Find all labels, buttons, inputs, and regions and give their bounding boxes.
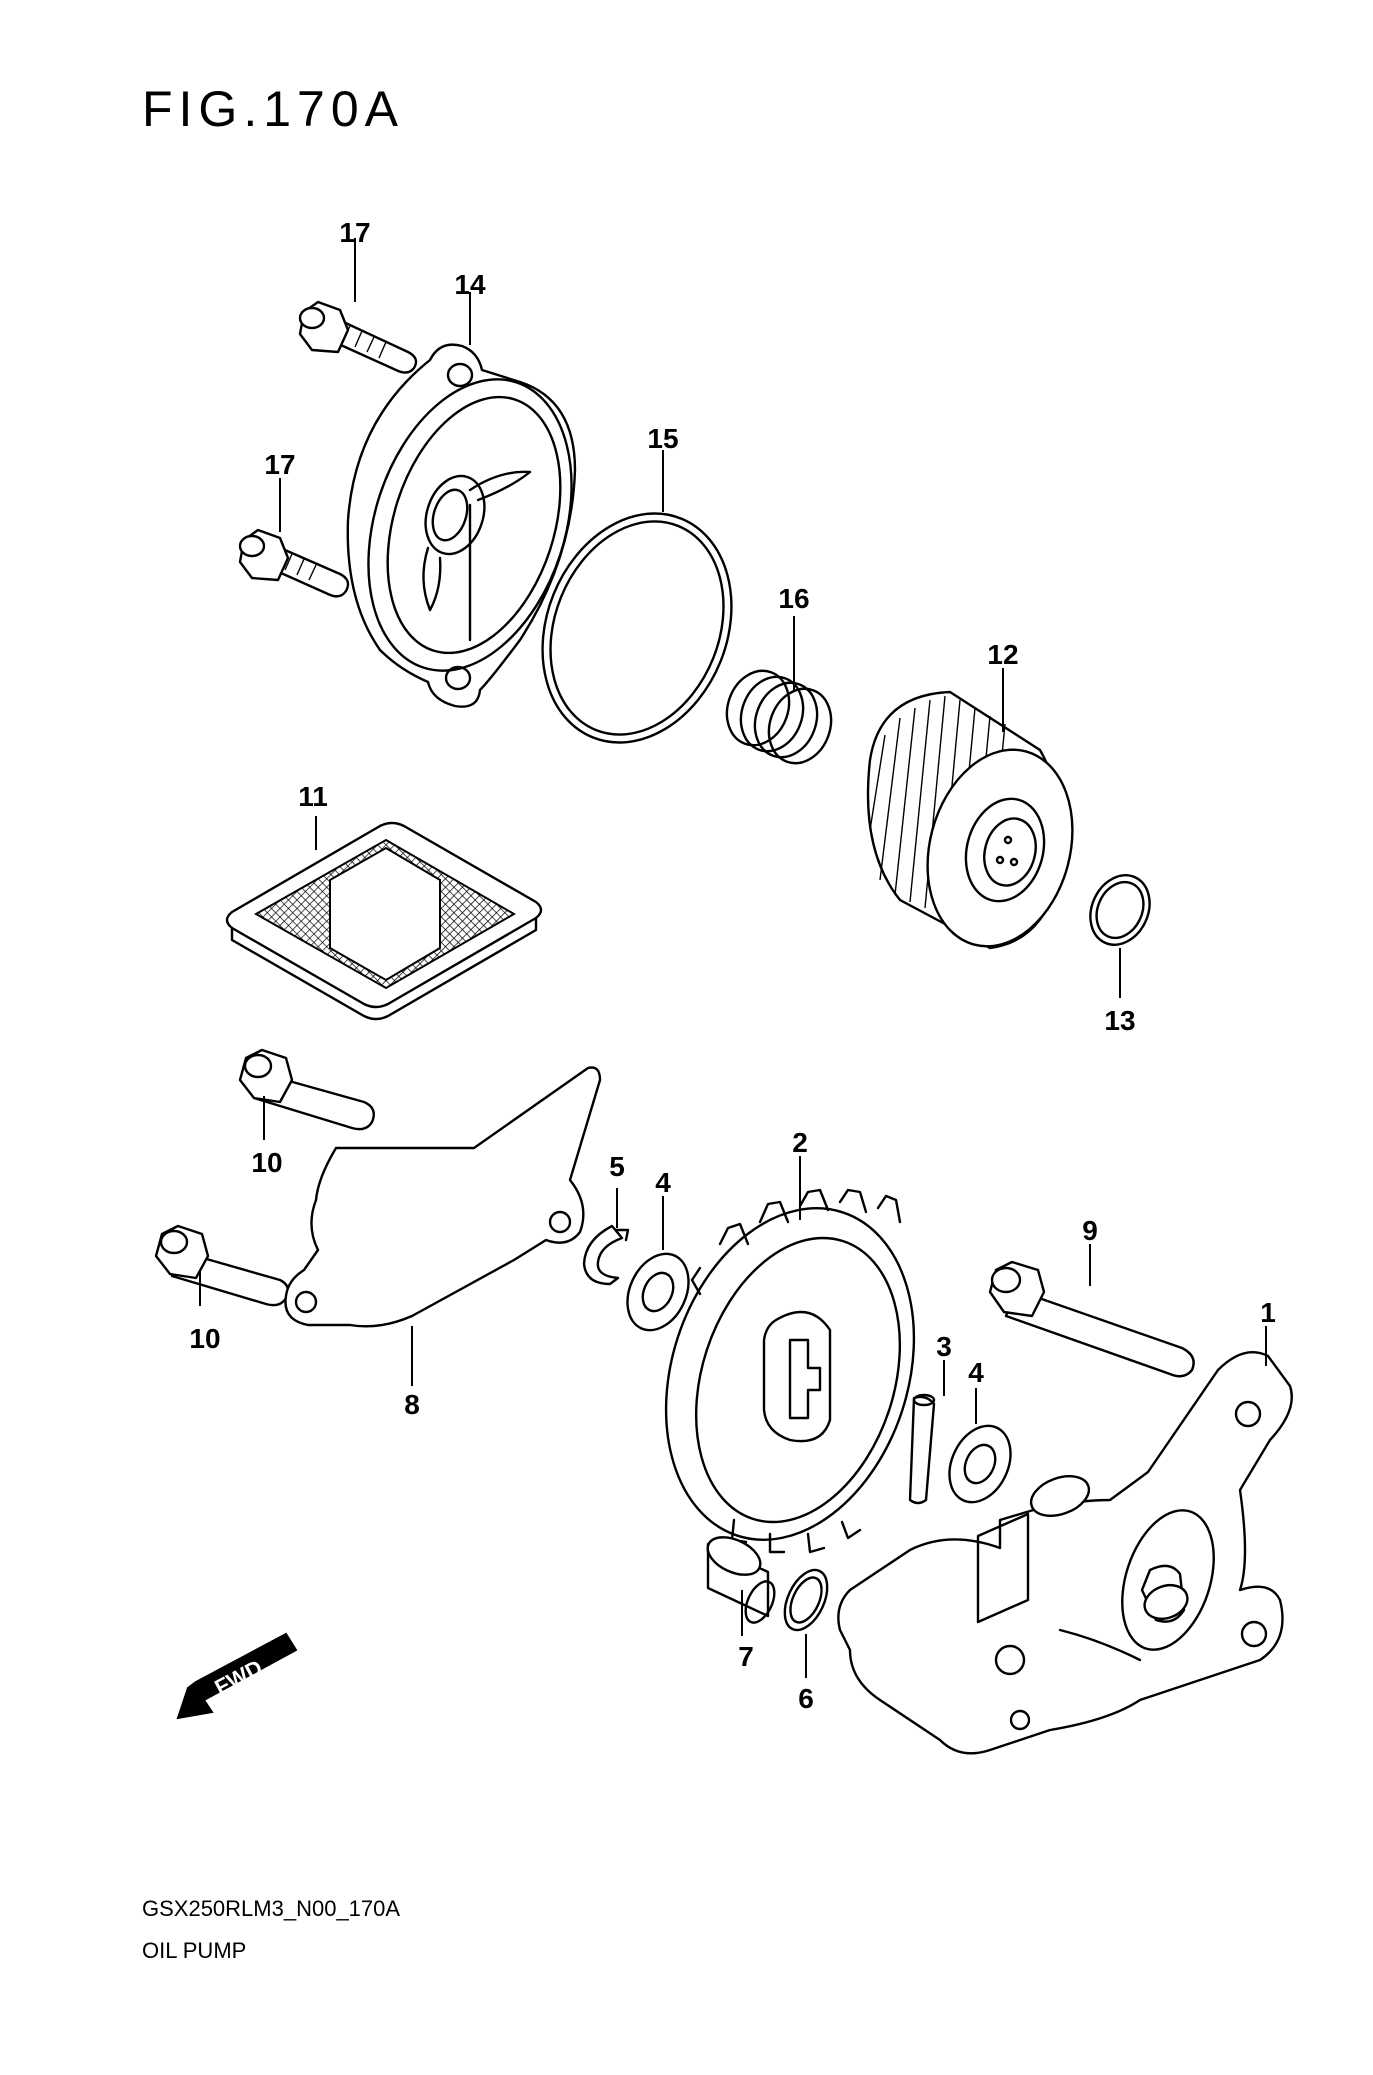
callout-6: 6 xyxy=(798,1683,814,1714)
oil-pump-driven-gear-2 xyxy=(664,1188,916,1554)
oil-filter-12 xyxy=(866,690,1074,950)
callout-17-upper: 17 xyxy=(339,217,370,248)
figure-title: FIG.170A xyxy=(142,81,404,137)
callout-4-left: 4 xyxy=(655,1167,671,1198)
figure-code: GSX250RLM3_N00_170A xyxy=(142,1896,400,1921)
callout-9: 9 xyxy=(1082,1215,1098,1246)
figure-name: OIL PUMP xyxy=(142,1938,246,1963)
bolt-10-upper xyxy=(238,1048,375,1131)
washer-4-right xyxy=(948,1424,1012,1504)
bolt-17-upper xyxy=(298,300,418,374)
callout-16: 16 xyxy=(778,583,809,614)
callout-10-lower: 10 xyxy=(189,1323,220,1354)
o-ring-13 xyxy=(1089,874,1151,946)
spring-16 xyxy=(725,669,833,765)
o-ring-6 xyxy=(783,1568,829,1632)
callout-17-lower: 17 xyxy=(264,449,295,480)
callout-14: 14 xyxy=(454,269,486,300)
dowel-7 xyxy=(706,1536,776,1624)
bolt-10-lower xyxy=(154,1224,290,1307)
callout-13: 13 xyxy=(1104,1005,1135,1036)
oil-pump-assembly-1 xyxy=(837,1351,1293,1755)
callout-3: 3 xyxy=(936,1331,952,1362)
callout-12: 12 xyxy=(987,639,1018,670)
callout-8: 8 xyxy=(404,1389,420,1420)
callout-5: 5 xyxy=(609,1151,625,1182)
oil-strainer-11 xyxy=(225,821,543,1021)
callout-1: 1 xyxy=(1260,1297,1276,1328)
gear-cover-8 xyxy=(284,1066,602,1328)
leader-lines xyxy=(199,238,1267,1678)
callout-10-upper: 10 xyxy=(251,1147,282,1178)
bolt-17-lower xyxy=(238,528,350,598)
e-clip-5 xyxy=(582,1224,630,1286)
fwd-direction-arrow-icon: FWD xyxy=(176,1632,298,1720)
oil-filter-cap-14 xyxy=(346,343,577,708)
callout-7: 7 xyxy=(738,1641,754,1672)
washer-4-left xyxy=(626,1252,690,1332)
callout-11: 11 xyxy=(298,781,328,812)
callout-4-right: 4 xyxy=(968,1357,984,1388)
callout-2: 2 xyxy=(792,1127,808,1158)
o-ring-15 xyxy=(541,512,733,744)
bolt-9 xyxy=(988,1260,1195,1378)
pin-3 xyxy=(908,1393,936,1505)
callout-15: 15 xyxy=(647,423,678,454)
